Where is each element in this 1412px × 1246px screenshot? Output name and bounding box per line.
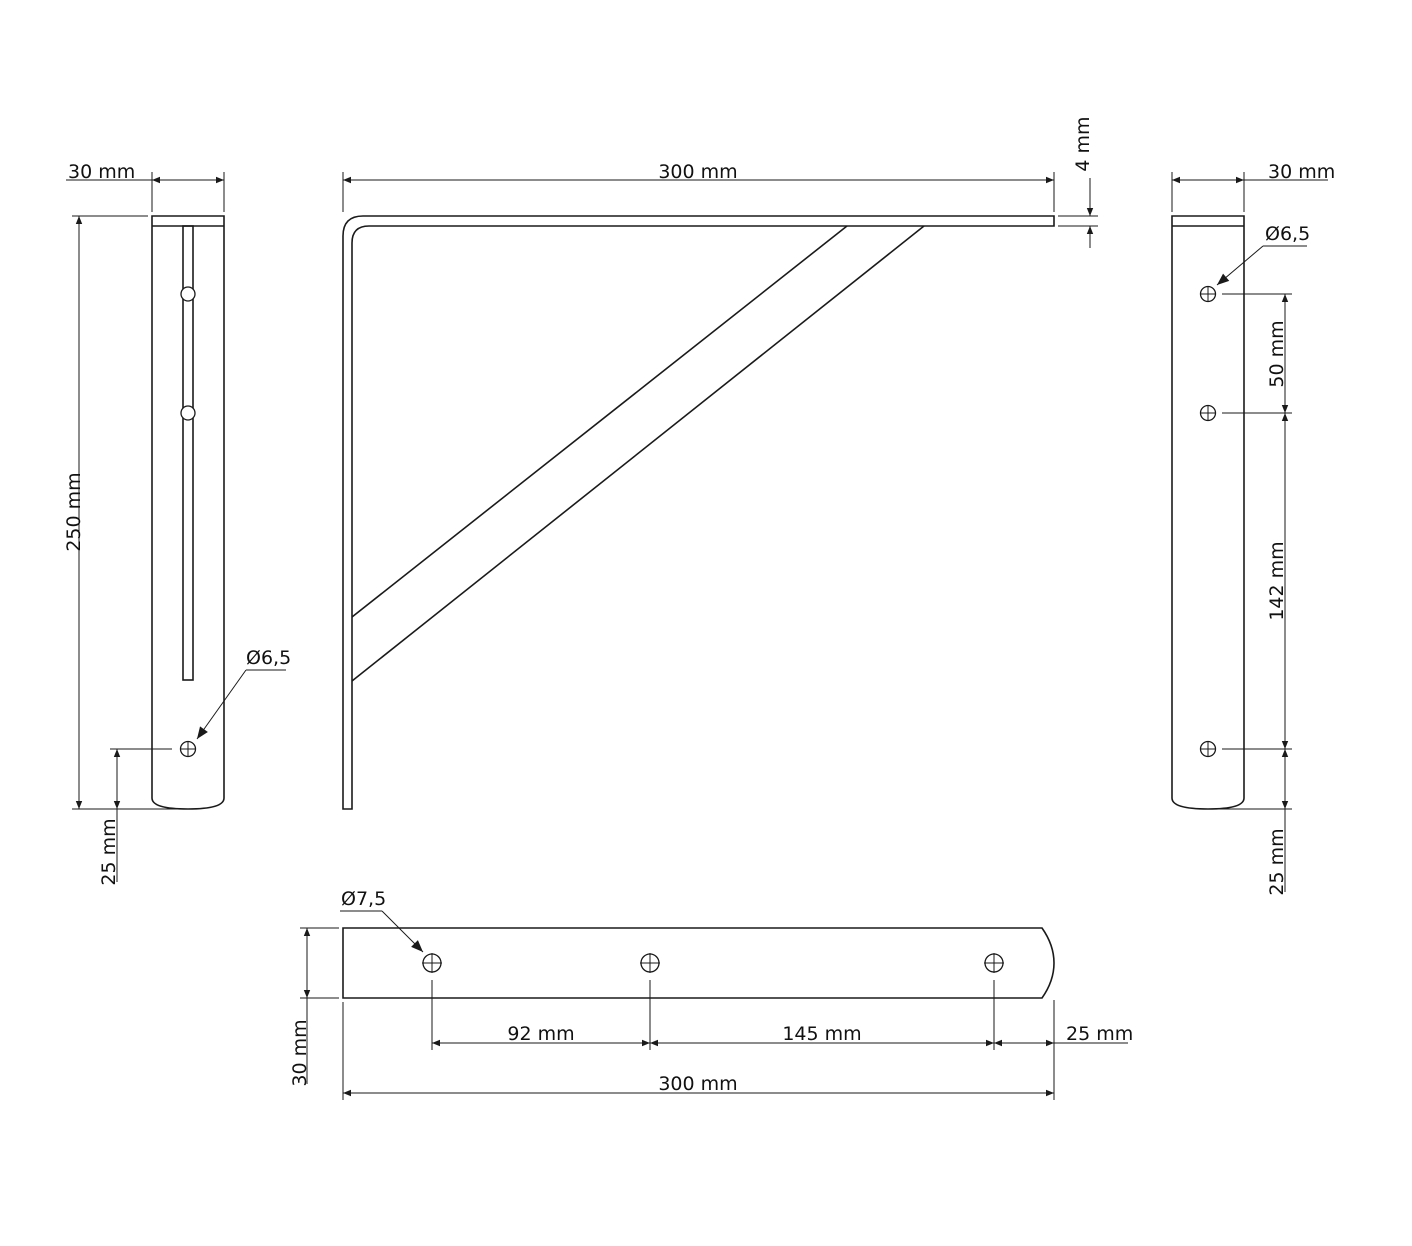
left-hole-middle [180, 405, 196, 421]
bottom-width-label: 30 mm [289, 1019, 311, 1086]
right-hole-label: Ø6,5 [1265, 223, 1310, 245]
bottom-hole-label: Ø7,5 [341, 888, 386, 910]
left-height-label: 250 mm [63, 472, 85, 551]
left-hole-top [180, 286, 196, 302]
left-side-view: 30 mm 250 mm 25 mm Ø6,5 [63, 161, 291, 886]
right-side-view: 30 mm Ø6,5 50 mm 142 mm 25 mm [1171, 161, 1335, 896]
front-brace-lower-edge [351, 225, 925, 682]
left-bracket-outline [151, 215, 225, 810]
left-bottom-offset-label: 25 mm [98, 818, 120, 885]
left-hole-label: Ø6,5 [246, 647, 291, 669]
front-brace-upper-edge [351, 225, 848, 618]
right-bottom-offset-label: 25 mm [1266, 828, 1288, 895]
front-bracket-profile [342, 215, 1055, 810]
left-width-label: 30 mm [68, 161, 135, 183]
right-spacing-top-label: 50 mm [1266, 320, 1288, 387]
bottom-view: Ø7,5 92 mm 145 mm 25 mm 30 mm 300 mm [289, 888, 1133, 1100]
front-length-label: 300 mm [658, 161, 737, 183]
bottom-spacing-1-label: 92 mm [507, 1023, 574, 1045]
left-rib-slot [182, 225, 194, 681]
right-width-label: 30 mm [1268, 161, 1335, 183]
bottom-bracket-outline [342, 927, 1055, 999]
right-bracket-outline [1171, 215, 1245, 810]
bottom-end-offset-label: 25 mm [1066, 1023, 1133, 1045]
right-spacing-mid-label: 142 mm [1266, 541, 1288, 620]
front-view: 300 mm 4 mm [342, 116, 1098, 810]
bottom-length-label: 300 mm [658, 1073, 737, 1095]
bottom-spacing-2-label: 145 mm [782, 1023, 861, 1045]
front-thickness-label: 4 mm [1072, 116, 1094, 171]
